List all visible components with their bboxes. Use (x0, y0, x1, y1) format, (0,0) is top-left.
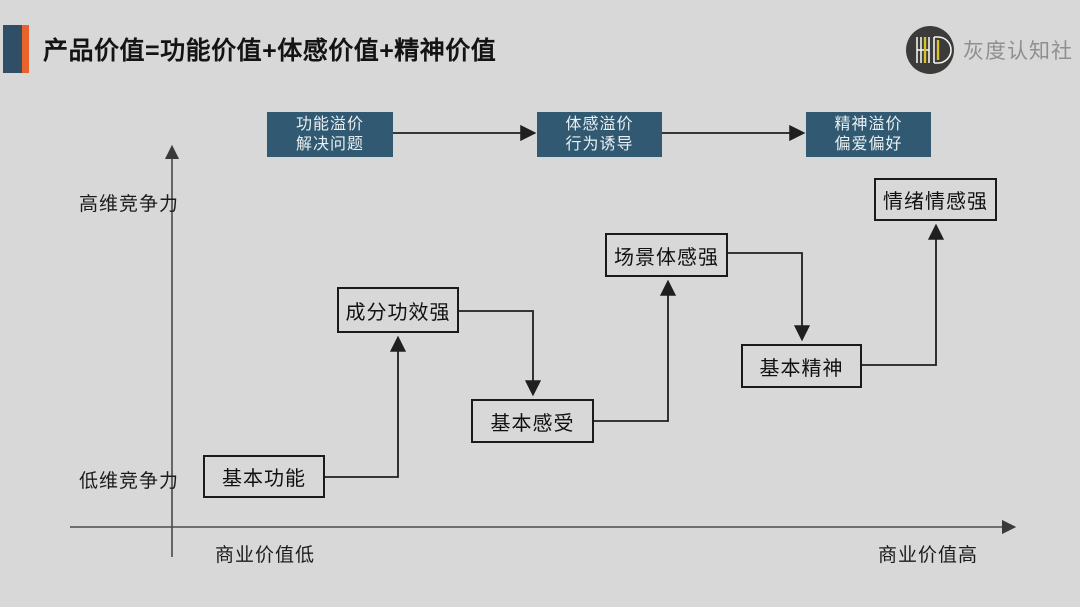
x-axis-right-label: 商业价值高 (878, 545, 979, 566)
premium-box-somatic-line1: 体感溢价 (565, 115, 634, 133)
step-box-emotion-strong: 情绪情感强 (874, 178, 997, 221)
premium-box-spiritual-line1: 精神溢价 (834, 115, 903, 133)
brand-logo-icon (906, 26, 954, 74)
y-axis-bottom-label: 低维竞争力 (79, 471, 180, 492)
title-accent-orange (22, 25, 29, 73)
connector-basic-spirit-to-emotion (862, 223, 945, 366)
premium-box-functional-line2: 解决问题 (295, 135, 364, 153)
premium-box-functional-line1: 功能溢价 (295, 115, 364, 133)
step-box-basic-function: 基本功能 (203, 455, 325, 498)
title-accent-blue (3, 25, 22, 73)
connector-efficacy-to-basic-feel (459, 310, 542, 397)
x-axis-left-label: 商业价值低 (215, 545, 316, 566)
brand-logo: 灰度认知社 (905, 25, 1073, 75)
step-box-ingredient-efficacy: 成分功效强 (337, 287, 459, 333)
connector-basic-feel-to-scene (594, 279, 677, 422)
premium-box-somatic: 体感溢价 行为诱导 (537, 112, 662, 157)
premium-box-somatic-line2: 行为诱导 (565, 135, 634, 153)
step-box-scene-somatic: 场景体感强 (605, 233, 728, 277)
connector-scene-to-basic-spirit (728, 252, 811, 342)
step-box-basic-spirit: 基本精神 (741, 344, 862, 388)
premium-box-spiritual-line2: 偏爱偏好 (834, 135, 903, 153)
connector-basic-function-to-efficacy (325, 335, 407, 478)
y-axis-top-label: 高维竞争力 (79, 194, 180, 215)
premium-box-functional: 功能溢价 解决问题 (267, 112, 393, 157)
brand-logo-text: 灰度认知社 (963, 40, 1073, 63)
step-box-basic-feel: 基本感受 (471, 399, 594, 443)
title-accent-marker (3, 25, 29, 73)
page-title: 产品价值=功能价值+体感价值+精神价值 (43, 37, 497, 65)
premium-box-spiritual: 精神溢价 偏爱偏好 (806, 112, 931, 157)
